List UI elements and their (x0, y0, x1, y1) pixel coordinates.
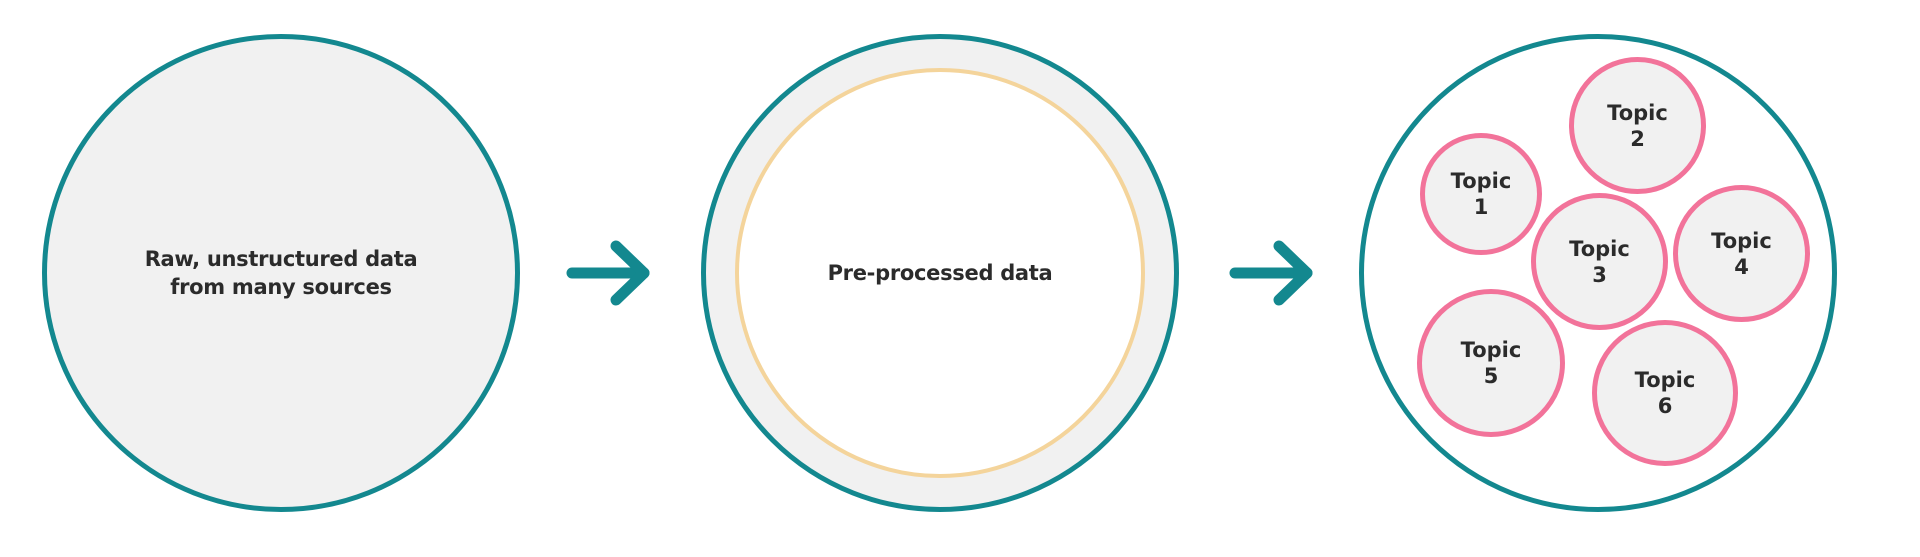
preprocessed-data-circle: Pre-processed data (701, 34, 1179, 512)
topic-6-label: Topic 6 (1597, 367, 1733, 419)
topic-word: Topic (1450, 169, 1512, 193)
raw-data-circle: Raw, unstructured data from many sources (42, 34, 520, 512)
topic-word: Topic (1607, 100, 1668, 125)
topic-number: 4 (1734, 254, 1749, 279)
topic-4-label: Topic 4 (1678, 228, 1805, 280)
topic-2-label: Topic 2 (1574, 100, 1701, 152)
arrow-right-icon (566, 240, 650, 306)
topic-5-circle: Topic 5 (1417, 289, 1565, 437)
topic-word: Topic (1634, 368, 1696, 392)
topic-3-circle: Topic 3 (1531, 193, 1668, 330)
raw-data-label-line1: Raw, unstructured data (144, 247, 418, 271)
topic-number: 3 (1592, 262, 1607, 287)
topic-4-circle: Topic 4 (1673, 185, 1810, 322)
topic-word: Topic (1460, 338, 1522, 362)
topic-number: 1 (1473, 195, 1489, 219)
topic-2-circle: Topic 2 (1569, 57, 1706, 194)
topic-number: 2 (1630, 126, 1645, 151)
topic-word: Topic (1711, 228, 1772, 253)
topic-number: 5 (1483, 364, 1499, 388)
arrow-right-icon (1229, 240, 1313, 306)
topic-word: Topic (1569, 236, 1630, 261)
topic-1-label: Topic 1 (1425, 168, 1537, 220)
raw-data-label-line2: from many sources (170, 275, 392, 299)
topic-number: 6 (1657, 394, 1673, 418)
topic-1-circle: Topic 1 (1420, 133, 1542, 255)
topic-5-label: Topic 5 (1422, 337, 1560, 389)
topic-3-label: Topic 3 (1536, 236, 1663, 288)
preprocessed-data-label: Pre-processed data (827, 261, 1053, 285)
raw-data-label: Raw, unstructured data from many sources (47, 245, 515, 301)
topic-6-circle: Topic 6 (1592, 320, 1738, 466)
preprocessed-inner-ring (735, 68, 1145, 478)
